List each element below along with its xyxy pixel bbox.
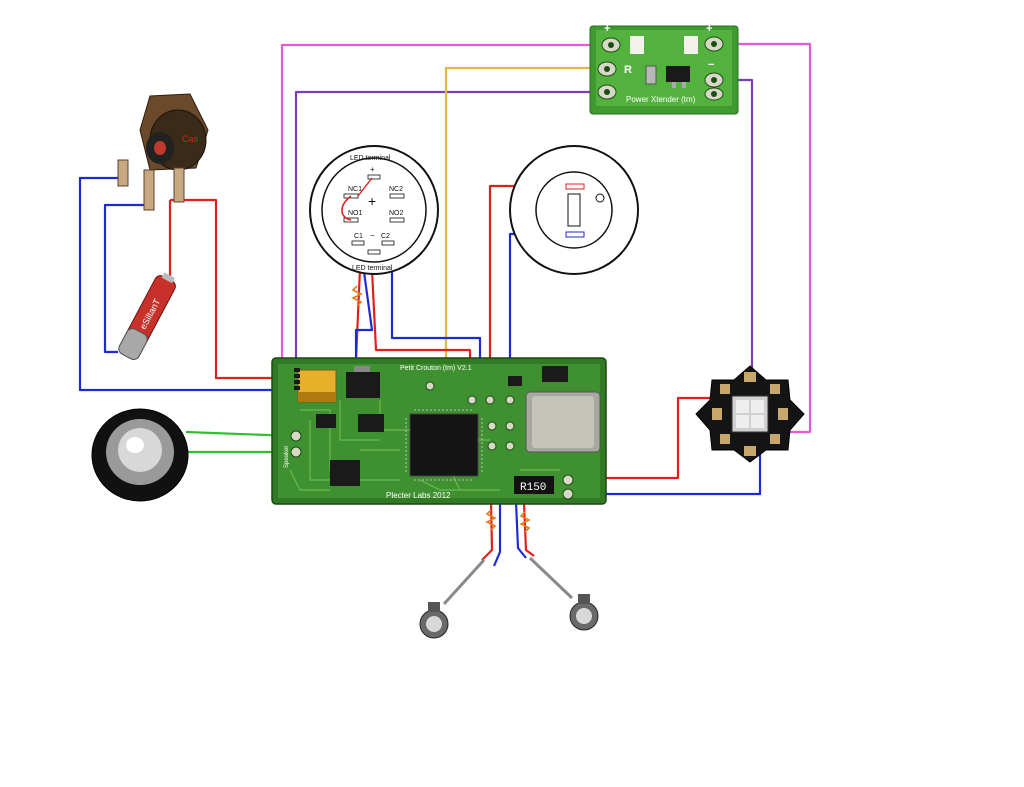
wire-pink-right [718,42,812,434]
xtender-minus-right: − [708,59,714,71]
switch-c1: C1 [354,233,363,240]
led-switch: LED terminal + NC1 NC2 + NO1 NO2 C1 C2 −… [309,145,439,275]
main-board: R150 Petit Crouton (tm) V2.1 Plecter Lab… [271,357,607,505]
board-speaker-label: Speaker [284,446,290,468]
switch-bottom-label: LED terminal [352,265,393,272]
battery: eSiltanT [118,272,176,360]
wire-red-jack [170,198,300,380]
xtender-plus-left: + [604,23,610,35]
wire-blue-jack-inner [103,203,148,354]
resistor-led-left [485,509,497,531]
wire-yellow [444,66,606,402]
board-title: Petit Crouton (tm) V2.1 [400,365,472,372]
led-star [695,365,805,463]
resistor-switch [351,285,363,307]
accent-switch [509,145,639,275]
power-xtender-board: + + − R Power Xtender (tm) [589,23,739,115]
board-resistor-code: R150 [520,482,546,494]
switch-nc1: NC1 [348,186,362,193]
switch-no1: NO1 [348,210,363,217]
resistor-led-right [519,511,531,533]
bottom-led-left [419,558,486,639]
switch-c2: C2 [381,233,390,240]
wire-red-led [574,396,720,480]
wire-purple-right [712,78,754,376]
xtender-r-label: R [624,64,632,76]
xtender-plus-right: + [706,23,712,35]
speaker [91,408,189,502]
switch-minus: − [370,231,375,240]
switch-no2: NO2 [389,210,404,217]
bottom-led-right [528,556,599,631]
xtender-label: Power Xtender (tm) [626,95,696,104]
jack-label: Cas [182,134,199,144]
switch-plus: + [370,165,375,174]
board-maker: Plecter Labs 2012 [386,491,451,500]
wire-blue-led [574,448,762,496]
wire-blue-jack-outer [78,176,300,392]
switch-center: + [368,193,376,209]
switch-top-label: LED terminal [350,155,391,162]
switch-nc2: NC2 [389,186,403,193]
dc-jack: Cas [117,93,209,211]
